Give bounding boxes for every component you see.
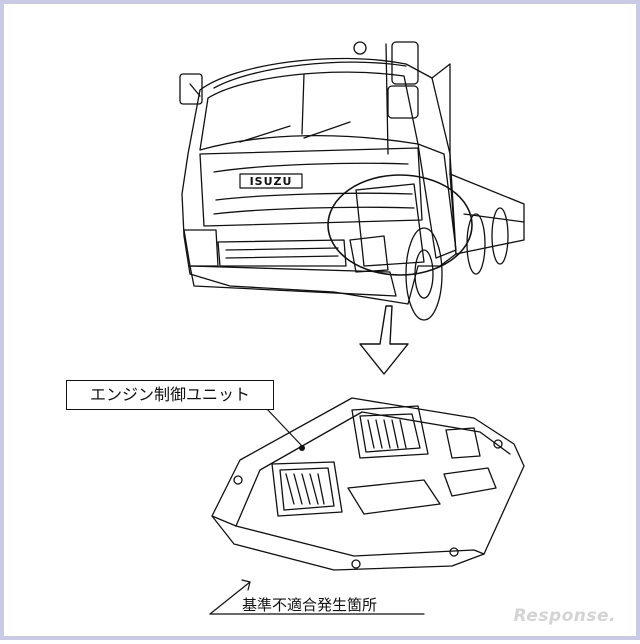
truck-illustration — [179, 41, 525, 321]
engine-control-unit — [211, 397, 525, 571]
ecu-label: エンジン制御ユニット — [66, 380, 274, 410]
technical-drawing — [179, 41, 525, 615]
down-arrow — [359, 305, 409, 375]
defect-highlight-circle — [327, 174, 473, 276]
brand-badge-text: ISUZU — [249, 175, 293, 188]
ecu-leader-line — [265, 407, 303, 447]
defect-leader-line — [209, 581, 251, 615]
defect-location-label: 基準不適合発生箇所 — [242, 596, 378, 614]
watermark: Response. — [513, 606, 616, 626]
